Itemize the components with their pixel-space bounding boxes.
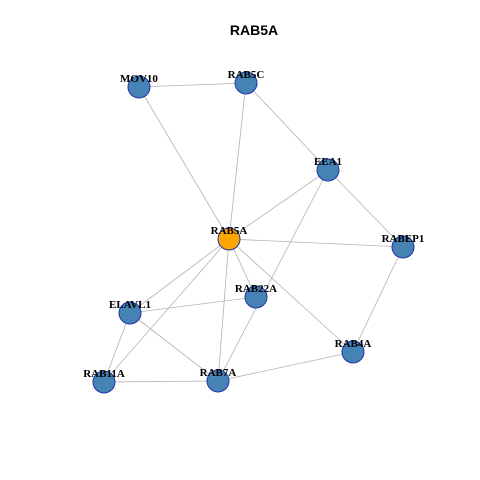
node-circle-rab22a [244,285,268,309]
node-label-rab4a: RAB4A [335,338,372,350]
edge-mov10-rab5c [138,82,247,88]
node-rab7a: RAB7A [200,367,237,393]
node-rab11a: RAB11A [83,368,125,394]
edge-layer [103,82,404,383]
node-elavl1: ELAVL1 [109,299,151,325]
node-circle-rab4a [341,340,365,364]
node-rabep1: RABEP1 [382,233,425,259]
node-mov10: MOV10 [120,73,158,99]
node-circle-rab11a [92,370,116,394]
node-label-mov10: MOV10 [120,73,158,85]
graph-title: RAB5A [230,22,278,38]
edge-rab11a-rab7a [103,380,219,383]
node-circle-rabep1 [391,235,415,259]
node-label-eea1: EEA1 [314,156,342,168]
edge-rabep1-rab4a [352,246,404,353]
edge-eea1-rab7a [217,169,329,382]
node-label-rab5a: RAB5A [211,225,248,237]
edge-eea1-rab5a [228,169,329,240]
node-circle-rab5c [234,71,258,95]
edge-eea1-rabep1 [327,169,404,248]
edge-mov10-rab5a [138,86,230,240]
node-rab5c: RAB5C [228,69,265,95]
node-label-rab5c: RAB5C [228,69,265,81]
node-rab22a: RAB22A [235,283,277,309]
edge-rab5a-rab11a [103,238,230,383]
node-rab5a: RAB5A [211,225,248,251]
node-circle-eea1 [316,158,340,182]
node-label-rabep1: RABEP1 [382,233,425,245]
edge-rab7a-rab4a [217,351,354,382]
edge-rab5a-rabep1 [228,238,404,248]
node-label-rab7a: RAB7A [200,367,237,379]
node-rab4a: RAB4A [335,338,372,364]
edge-rab5c-rab5a [228,82,247,240]
node-circle-rab7a [206,369,230,393]
edge-rab5a-rab4a [228,238,354,353]
node-circle-mov10 [127,75,151,99]
edge-elavl1-rab11a [103,312,131,383]
edge-elavl1-rab7a [129,312,219,382]
edge-rab5a-rab7a [217,238,230,382]
node-label-elavl1: ELAVL1 [109,299,151,311]
node-label-rab22a: RAB22A [235,283,277,295]
edge-elavl1-rab22a [129,296,257,314]
node-label-rab11a: RAB11A [83,368,125,380]
node-eea1: EEA1 [314,156,342,182]
edge-rab5a-elavl1 [129,238,230,314]
edge-rab5c-eea1 [245,82,329,171]
node-circle-rab5a [217,227,241,251]
node-circle-elavl1 [118,301,142,325]
